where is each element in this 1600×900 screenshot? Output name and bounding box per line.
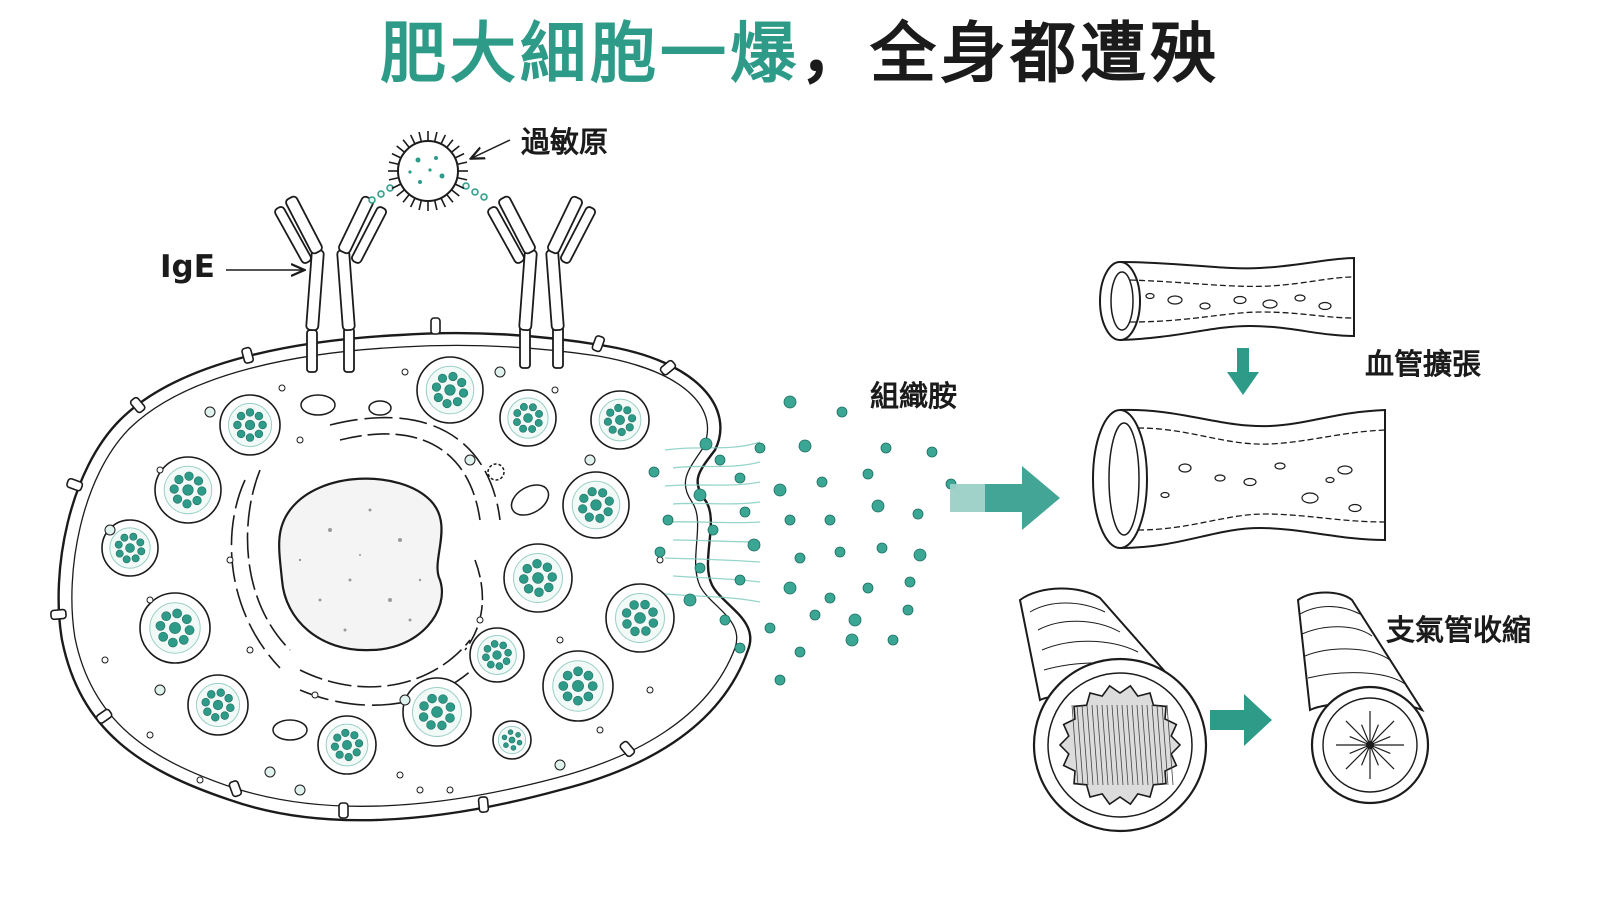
ige-antibodies <box>274 195 596 332</box>
allergen-label: 過敏原 <box>521 125 609 159</box>
title-highlight: 肥大細胞一爆 <box>380 15 800 92</box>
bronchus-constricted <box>1296 591 1430 805</box>
big-arrow-right <box>950 466 1060 530</box>
granules <box>101 356 675 775</box>
granule <box>542 650 614 722</box>
histamine-dots <box>648 395 957 686</box>
diagram-title: 肥大細胞一爆，全身都遭殃 <box>0 14 1600 94</box>
membrane-knobs <box>50 317 677 819</box>
cytoplasm-dots <box>101 366 664 796</box>
vasodilation-label: 血管擴張 <box>1365 347 1482 381</box>
mitochondria <box>272 394 550 741</box>
nucleus <box>278 477 443 652</box>
granule <box>605 583 675 653</box>
endoplasmic-reticulum <box>230 416 501 706</box>
vessel-normal <box>1099 256 1355 341</box>
arrow-down-vessel <box>1227 348 1259 395</box>
nucleus-texture <box>298 508 422 632</box>
allergen-icon <box>388 131 468 211</box>
granule <box>101 519 159 577</box>
mast-cell <box>50 317 752 822</box>
granule <box>402 677 472 747</box>
bronchus-normal <box>1018 587 1208 833</box>
bronchoconstriction-label: 支氣管收縮 <box>1386 613 1532 647</box>
vessel-dilated <box>1092 408 1386 549</box>
granule <box>219 394 281 456</box>
granule <box>492 720 532 760</box>
release-streaks <box>664 441 761 603</box>
granule <box>499 389 557 447</box>
granule <box>187 674 249 736</box>
ige-label: IgE <box>160 249 215 285</box>
allergen-pointer <box>472 139 511 158</box>
granule <box>416 356 484 424</box>
cell-membrane-inner <box>71 344 738 807</box>
granule <box>139 592 211 664</box>
arrow-right-bronchi <box>1210 694 1272 746</box>
histamine-label: 組織胺 <box>870 379 958 413</box>
granule <box>590 390 650 450</box>
granule <box>317 715 377 775</box>
granule <box>562 471 630 539</box>
granule <box>469 627 525 683</box>
title-rest: ，全身都遭殃 <box>800 15 1220 92</box>
granule <box>503 543 573 613</box>
granule <box>154 456 222 524</box>
